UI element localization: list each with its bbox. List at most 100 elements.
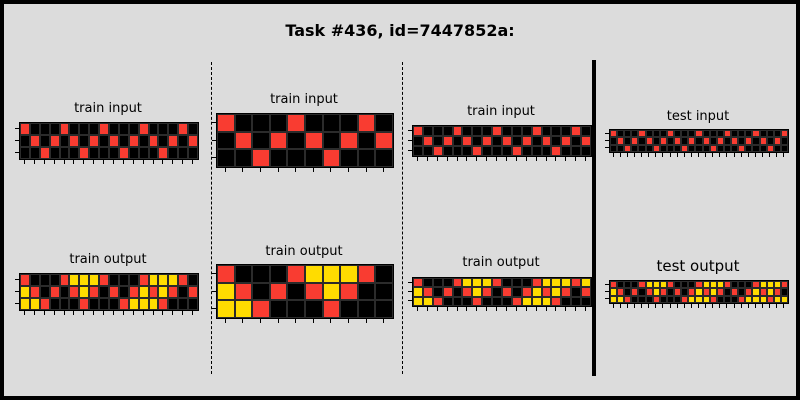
grid-cell bbox=[168, 286, 179, 298]
grid-cell bbox=[472, 146, 483, 156]
grid-cell bbox=[29, 286, 40, 298]
grid-cell bbox=[413, 287, 423, 297]
grid-cell bbox=[118, 298, 129, 310]
grid-cell bbox=[617, 288, 625, 296]
grid-cell bbox=[59, 274, 70, 286]
x-tick bbox=[769, 153, 771, 157]
x-axis-ticks bbox=[412, 157, 590, 161]
grid-cell bbox=[375, 282, 393, 301]
y-axis-ticks bbox=[212, 264, 216, 317]
grid-cell bbox=[217, 114, 235, 132]
test-out-grid bbox=[609, 280, 789, 304]
grid-cell bbox=[29, 147, 40, 159]
grid-cell bbox=[551, 126, 562, 136]
grid-cell bbox=[571, 146, 582, 156]
grid-cell bbox=[357, 282, 376, 301]
grid-cell bbox=[118, 274, 129, 286]
grid-cell bbox=[759, 288, 767, 296]
grid-cell bbox=[20, 135, 30, 147]
grid-cell bbox=[759, 295, 767, 303]
grid-cell bbox=[581, 278, 591, 288]
grid-cell bbox=[148, 298, 159, 310]
x-tick bbox=[719, 153, 721, 157]
grid-cell bbox=[322, 114, 341, 132]
grid-cell bbox=[702, 137, 710, 145]
x-tick bbox=[122, 160, 124, 164]
grid-cell bbox=[422, 136, 433, 146]
x-tick bbox=[698, 304, 699, 308]
grid-cell bbox=[773, 288, 781, 296]
x-tick bbox=[698, 153, 699, 157]
grid-cell bbox=[541, 278, 552, 288]
grid-cell bbox=[322, 282, 341, 301]
x-tick bbox=[612, 153, 614, 157]
grid-cell bbox=[39, 274, 50, 286]
x-tick bbox=[705, 153, 707, 157]
x-tick bbox=[83, 311, 85, 315]
grid-cell bbox=[638, 288, 646, 296]
grid-cell bbox=[472, 278, 483, 288]
grid-cell bbox=[287, 265, 305, 283]
grid-cell bbox=[561, 136, 572, 146]
x-tick bbox=[690, 153, 692, 157]
x-tick bbox=[496, 307, 498, 311]
grid-cell bbox=[357, 131, 376, 150]
grid-cell bbox=[695, 295, 703, 303]
x-tick bbox=[416, 157, 418, 161]
grid-cell bbox=[20, 298, 30, 310]
x-tick bbox=[260, 319, 261, 323]
x-tick bbox=[466, 157, 468, 161]
x-tick bbox=[436, 157, 438, 161]
grid-cell bbox=[610, 281, 618, 289]
grid-cell bbox=[502, 146, 512, 156]
x-tick bbox=[535, 307, 537, 311]
grid-cell bbox=[581, 126, 591, 136]
grid-cell bbox=[702, 281, 710, 289]
grid-cell bbox=[234, 114, 253, 132]
grid-cell bbox=[269, 282, 288, 301]
x-tick bbox=[312, 319, 314, 323]
x-tick bbox=[260, 168, 261, 172]
y-tick bbox=[15, 279, 19, 280]
grid-cell bbox=[645, 281, 653, 289]
y-axis-ticks bbox=[408, 277, 412, 305]
x-tick bbox=[754, 304, 756, 308]
x-tick bbox=[53, 160, 55, 164]
grid-cell bbox=[217, 265, 235, 283]
grid-cell bbox=[128, 274, 139, 286]
grid-cell bbox=[502, 136, 512, 146]
grid-cell bbox=[652, 288, 660, 296]
train-output-label: train output bbox=[69, 252, 147, 267]
grid-cell bbox=[413, 278, 423, 288]
grid-cell bbox=[688, 295, 696, 303]
train-output-label: train output bbox=[265, 244, 343, 259]
grid-cell bbox=[624, 288, 632, 296]
x-tick bbox=[142, 160, 144, 164]
x-tick bbox=[33, 160, 35, 164]
grid-cell bbox=[666, 137, 675, 145]
grid-cell bbox=[571, 126, 582, 136]
grid-cell bbox=[49, 298, 60, 310]
panel-separator bbox=[211, 62, 212, 374]
grid-cell bbox=[59, 147, 70, 159]
grid-cell bbox=[702, 130, 710, 138]
grid-cell bbox=[442, 146, 453, 156]
y-axis-ticks bbox=[212, 113, 216, 166]
grid-cell bbox=[723, 295, 732, 303]
x-tick bbox=[456, 307, 458, 311]
train-input-label: train input bbox=[270, 92, 338, 107]
grid-cell bbox=[681, 130, 689, 138]
grid-cell bbox=[709, 144, 717, 152]
x-tick bbox=[365, 168, 367, 172]
grid-cell bbox=[99, 123, 109, 135]
x-tick bbox=[535, 157, 537, 161]
x-tick bbox=[192, 160, 194, 164]
grid-cell bbox=[745, 144, 753, 152]
x-tick bbox=[626, 153, 628, 157]
grid-cell bbox=[702, 144, 710, 152]
x-tick bbox=[63, 311, 65, 315]
grid-cell bbox=[695, 144, 703, 152]
x-tick bbox=[505, 307, 507, 311]
x-tick bbox=[93, 311, 95, 315]
grid-cell bbox=[39, 286, 50, 298]
